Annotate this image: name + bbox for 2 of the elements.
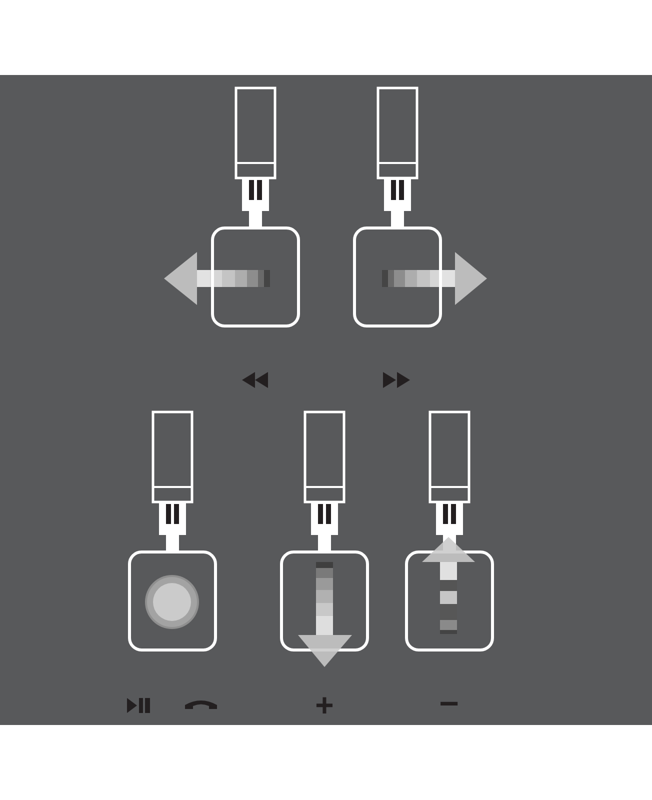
minus-label: − bbox=[439, 687, 459, 721]
plus-label: + bbox=[315, 688, 334, 720]
